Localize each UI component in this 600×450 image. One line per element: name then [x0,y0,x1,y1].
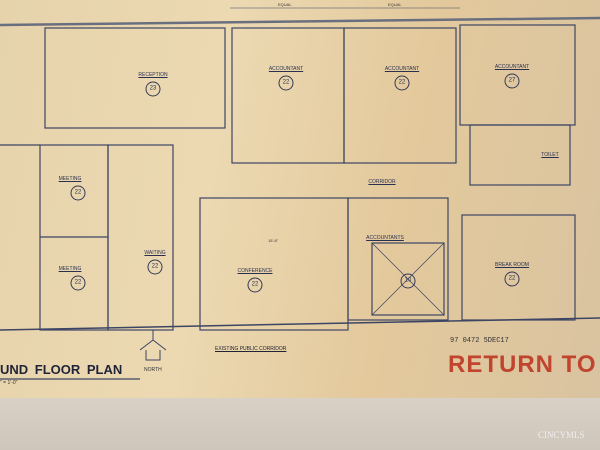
room-tag: 22 [504,271,520,287]
blueprint-paper [0,0,600,402]
north-label: NORTH [144,367,162,373]
room-tag: 22 [278,75,294,91]
room-tag: 22 [70,185,86,201]
room-label-meeting: MEETING [58,266,82,272]
backing-sheet [0,398,600,450]
room-tag: 27 [504,73,520,89]
room-tag: 22 [247,277,263,293]
watermark-logo: CINCYMLS [538,430,585,440]
room-label-accountants: ACCOUNTANTS [366,235,404,241]
room-label-accountant: ACCOUNTANT [268,66,304,72]
room-label-toilet: TOILET [541,152,559,158]
dimension-equal-2: EQUAL [388,2,402,7]
room-label-corridor: CORRIDOR [368,179,396,185]
room-tag: 22 [147,259,163,275]
dimension-equal-1: EQUAL [278,2,292,7]
room-tag: 22 [394,75,410,91]
room-tag: 23 [145,81,161,97]
room-label-conference: CONFERENCE [237,268,273,274]
room-label-break-room: BREAK ROOM [495,262,529,268]
room-tag: 22 [70,275,86,291]
plan-scale: " = 1'-0" [0,380,18,386]
existing-public-corridor-label: EXISTING PUBLIC CORRIDOR [215,346,287,352]
return-to-stamp: RETURN TO [448,351,597,378]
room-tag: 10 [400,273,416,289]
stamp-number: 97 0472 5DEC17 [450,337,509,345]
dimension-conference: 15'-8" [268,238,279,243]
floor-plan-drawing [0,7,600,380]
room-label-reception: RECEPTION [138,72,168,78]
room-label-waiting: WAITING [144,250,166,256]
room-label-accountant: ACCOUNTANT [494,64,530,70]
plan-title: UND FLOOR PLAN [0,362,123,377]
room-label-meeting: MEETING [58,176,82,182]
room-label-accountant: ACCOUNTANT [384,66,420,72]
